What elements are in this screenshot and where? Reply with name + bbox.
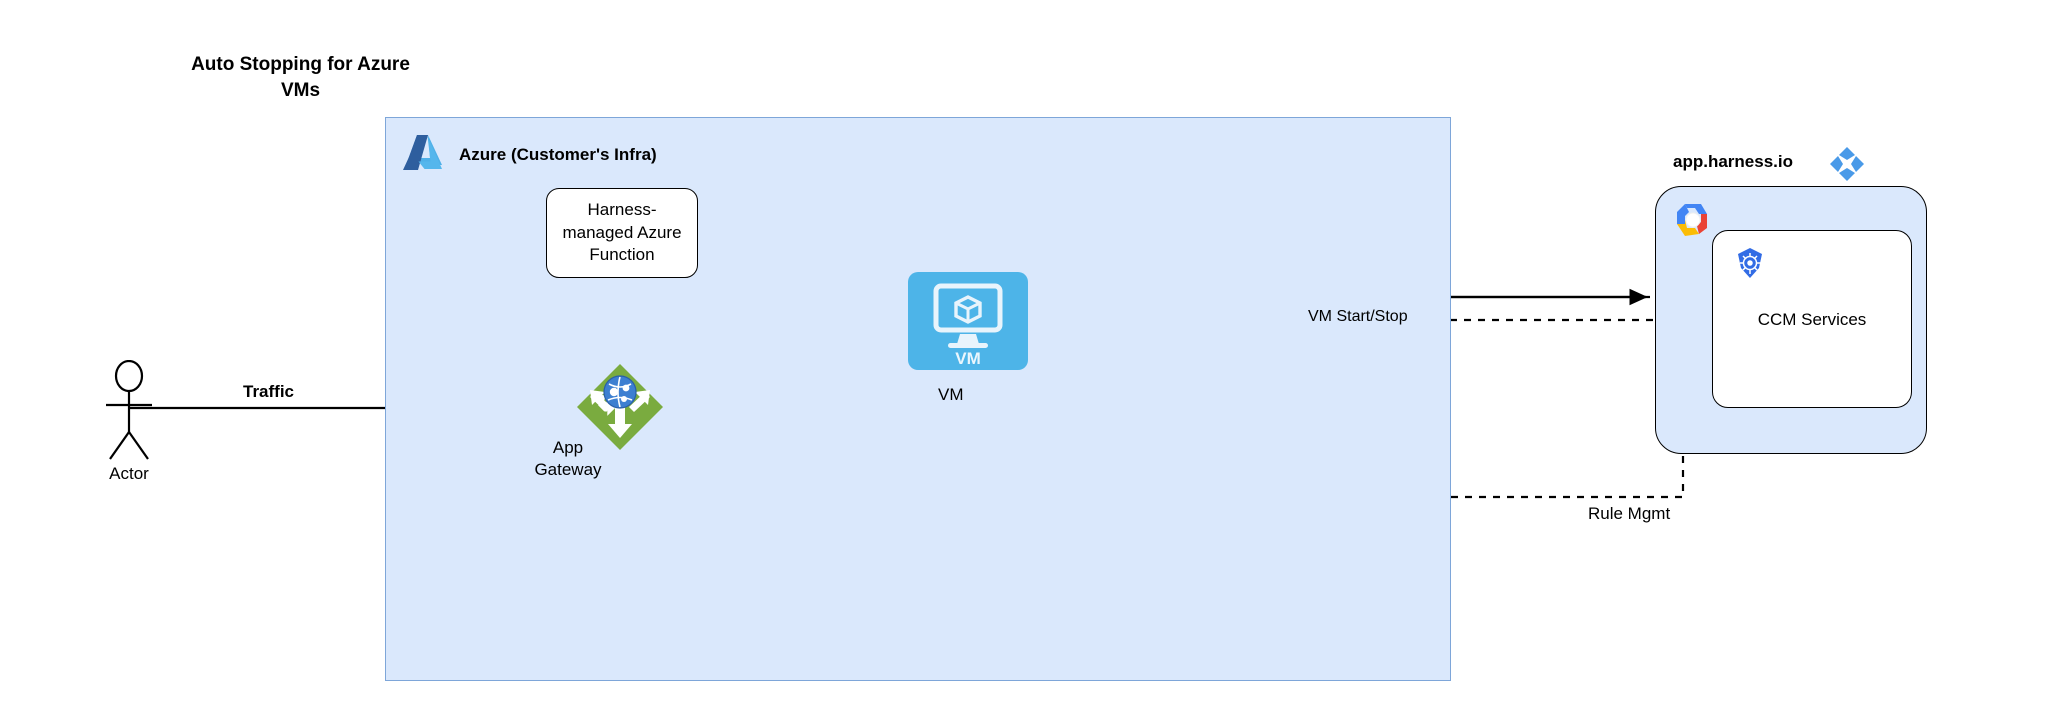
app-gateway-icon[interactable] (575, 362, 665, 452)
azure-logo-icon (401, 132, 445, 174)
edge-label-rule-mgmt: Rule Mgmt (1588, 504, 1671, 523)
actor-label: Actor (109, 464, 149, 483)
vm-icon[interactable]: VM (908, 272, 1028, 370)
ccm-services-label: CCM Services (1757, 310, 1867, 329)
diagram-title: Auto Stopping for Azure VMs (191, 54, 410, 101)
app-gateway-line2: Gateway (534, 460, 602, 480)
edge-label-traffic: Traffic (243, 382, 295, 401)
azure-function-line3: Function (589, 245, 655, 265)
vm-icon-text: VM (955, 349, 981, 368)
azure-function-label: Harness- managed Azure Function (556, 199, 687, 266)
azure-function-node[interactable]: Harness- managed Azure Function (546, 188, 698, 278)
actor-stick-figure-icon (94, 359, 164, 460)
app-gateway-label: App Gateway (512, 437, 624, 482)
kubernetes-logo-icon (1734, 247, 1766, 279)
edge-label-vm-start-stop: VM Start/Stop (1305, 308, 1411, 326)
harness-label: app.harness.io (1673, 152, 1793, 171)
azure-function-line1: Harness- (587, 200, 657, 220)
azure-container-label: Azure (Customer's Infra) (459, 145, 657, 164)
azure-function-line2: managed Azure (562, 222, 682, 242)
harness-logo-icon (1829, 146, 1865, 182)
app-gateway-line1: App (552, 438, 584, 457)
gcp-logo-icon (1673, 200, 1713, 240)
vm-label: VM (938, 385, 964, 404)
azure-container (385, 117, 1451, 681)
